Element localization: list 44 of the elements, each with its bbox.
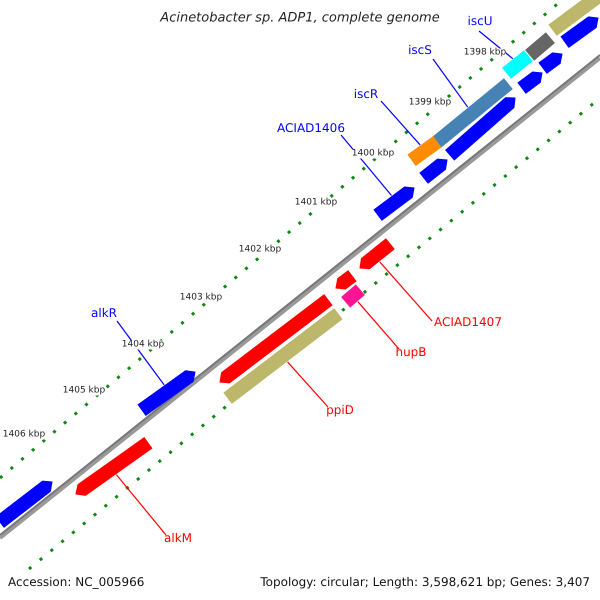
gene-feature xyxy=(0,480,53,528)
gene-feature xyxy=(138,370,196,416)
gene-bar xyxy=(408,136,442,166)
tick-label: 1399 kbp xyxy=(408,98,452,108)
leader-line xyxy=(478,30,514,60)
gene-label: ACIAD1407 xyxy=(434,316,502,328)
tick-label: 1402 kbp xyxy=(238,246,282,254)
tick-label: 1404 kbp xyxy=(122,340,164,350)
gene-label: ppiD xyxy=(326,404,354,416)
gene-feature xyxy=(560,16,599,48)
gene-bar xyxy=(525,32,555,61)
genome-summary: Topology: circular; Length: 3,598,621 bp; Genes: 3,407 xyxy=(260,576,590,588)
gene-label: hupB xyxy=(395,346,427,358)
tick-label: 1406 kbp xyxy=(2,430,46,440)
tick-label: 1403 kbp xyxy=(180,294,222,302)
gene-bar xyxy=(432,78,513,148)
gene-bar xyxy=(548,0,600,36)
leader-line xyxy=(432,58,468,108)
leader-line xyxy=(357,301,400,350)
tick-label: 1398 kbp xyxy=(464,48,506,58)
gene-feature xyxy=(419,158,448,184)
gene-feature xyxy=(517,71,543,94)
tick-label: 1401 kbp xyxy=(294,198,338,208)
gene-bar xyxy=(223,308,343,404)
gene-label: alkM xyxy=(164,532,192,544)
leader-line xyxy=(287,362,328,408)
tick-label: 1405 kbp xyxy=(62,386,106,396)
gene-feature xyxy=(75,437,152,496)
tick-label: 1400 kbp xyxy=(352,150,394,158)
gene-feature xyxy=(538,52,563,74)
title: Acinetobacter sp. ADP1, complete genome xyxy=(160,12,440,24)
gene-feature xyxy=(335,270,357,290)
gene-feature xyxy=(359,238,395,270)
leader-line xyxy=(379,261,432,322)
gene-label: iscS xyxy=(408,44,432,56)
gene-label: iscU xyxy=(468,15,492,27)
gene-feature xyxy=(373,186,415,221)
gene-label: iscR xyxy=(354,88,378,100)
gene-bar xyxy=(341,284,365,308)
accession-text: Accession: NC_005966 xyxy=(8,576,144,588)
gene-label: alkR xyxy=(91,307,117,319)
leader-line xyxy=(116,474,166,536)
leader-line xyxy=(380,100,421,146)
gene-label: ACIAD1406 xyxy=(277,122,345,134)
